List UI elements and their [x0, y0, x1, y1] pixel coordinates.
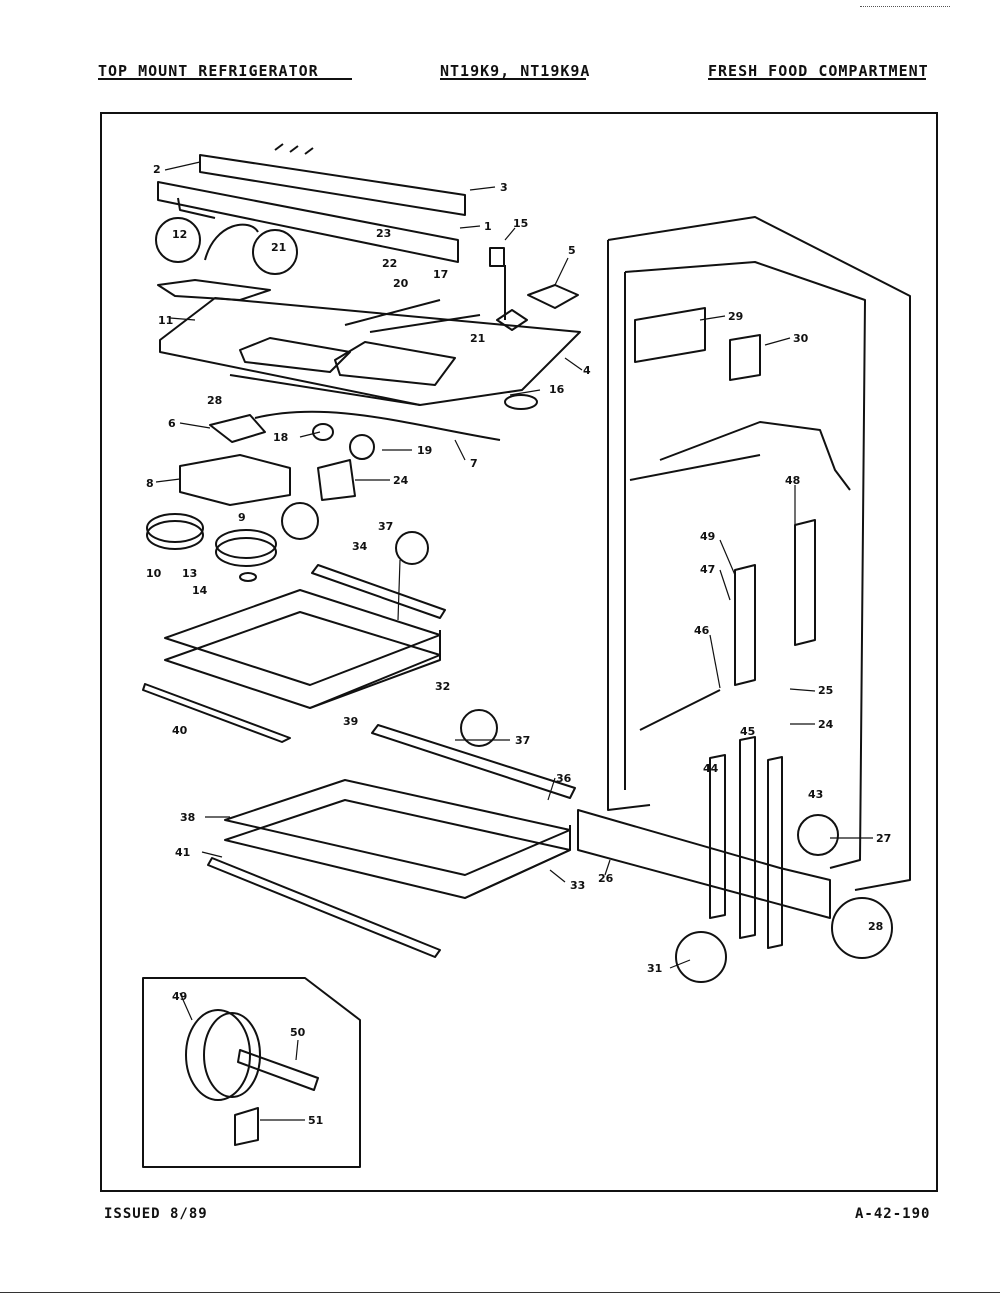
callout-14: 14	[192, 584, 208, 597]
callout-7: 7	[470, 457, 478, 470]
callout-20: 20	[393, 277, 409, 290]
header-model-numbers: NT19K9, NT19K9A	[440, 62, 591, 80]
callout-43: 44	[703, 762, 719, 775]
callout-15: 15	[513, 217, 528, 230]
callout-36: 36	[556, 772, 572, 785]
callout-10: 10	[146, 567, 162, 580]
header-rule-right	[708, 78, 926, 80]
callout-12: 12	[172, 228, 187, 241]
callout-31: 30	[793, 332, 809, 345]
callout-21: 21	[271, 241, 286, 254]
header-product-type: TOP MOUNT REFRIGERATOR	[98, 62, 319, 80]
callout-49: 49	[172, 990, 187, 1003]
detail-circles	[155, 217, 498, 747]
small-parts	[146, 247, 579, 582]
callout-22: 22	[382, 257, 397, 270]
page-bottom-rule	[0, 1292, 1000, 1293]
callout-34: 33	[570, 879, 585, 892]
callout-4: 4	[583, 364, 591, 377]
callout-41: 41	[175, 846, 190, 859]
callout-1: 1	[484, 220, 492, 233]
callout-19: 19	[417, 444, 432, 457]
callout-13: 13	[182, 567, 197, 580]
callout-32: 31	[647, 962, 662, 975]
callout-16: 16	[549, 383, 565, 396]
top-trim-assembly	[157, 143, 466, 263]
callout-50: 50	[290, 1026, 306, 1039]
callout-51: 51	[308, 1114, 323, 1127]
callout-48: 49	[700, 530, 715, 543]
callout-18: 18	[273, 431, 288, 444]
diagram-code: A-42-190	[855, 1206, 931, 1222]
callout-2: 2	[153, 163, 161, 176]
leader-lines	[155, 161, 873, 1121]
callout-21b: 21	[470, 332, 485, 345]
callout-3: 3	[500, 181, 508, 194]
callout-46: 47	[700, 563, 715, 576]
callout-35: 34	[352, 540, 368, 553]
callout-25: 25	[818, 684, 833, 697]
callout-26: 26	[598, 872, 614, 885]
callout-8: 8	[146, 477, 154, 490]
callout-37: 37	[378, 520, 393, 533]
callout-24: 24	[393, 474, 409, 487]
cabinet-liner	[577, 216, 911, 949]
diagram-frame	[100, 112, 938, 1192]
callout-9: 9	[238, 511, 246, 524]
callout-27: 27	[876, 832, 891, 845]
callout-39: 39	[343, 715, 358, 728]
right-detail-circles	[675, 814, 893, 983]
callout-17: 17	[433, 268, 448, 281]
callout-42: 43	[808, 788, 823, 801]
callout-28: 28	[868, 920, 883, 933]
issued-date: ISSUED 8/89	[104, 1206, 208, 1222]
callout-6: 6	[168, 417, 176, 430]
header-rule-left	[98, 78, 352, 80]
callout-44: 45	[740, 725, 755, 738]
callout-29: 28	[207, 394, 222, 407]
callout-24b: 24	[818, 718, 834, 731]
callout-11: 11	[158, 314, 173, 327]
header-section: FRESH FOOD COMPARTMENT	[708, 62, 929, 80]
callout-33: 32	[435, 680, 450, 693]
caster-inset	[142, 977, 361, 1168]
lower-shelf	[207, 724, 576, 958]
callout-40: 40	[172, 724, 188, 737]
callout-5: 5	[568, 244, 576, 257]
upper-shelf	[142, 564, 446, 743]
callout-23: 23	[376, 227, 391, 240]
callout-30: 29	[728, 310, 743, 323]
scan-marks	[860, 0, 950, 7]
callout-45: 46	[694, 624, 710, 637]
callout-38: 38	[180, 811, 195, 824]
callout-47: 48	[785, 474, 800, 487]
header-rule-center	[440, 78, 586, 80]
callout-37b: 37	[515, 734, 530, 747]
